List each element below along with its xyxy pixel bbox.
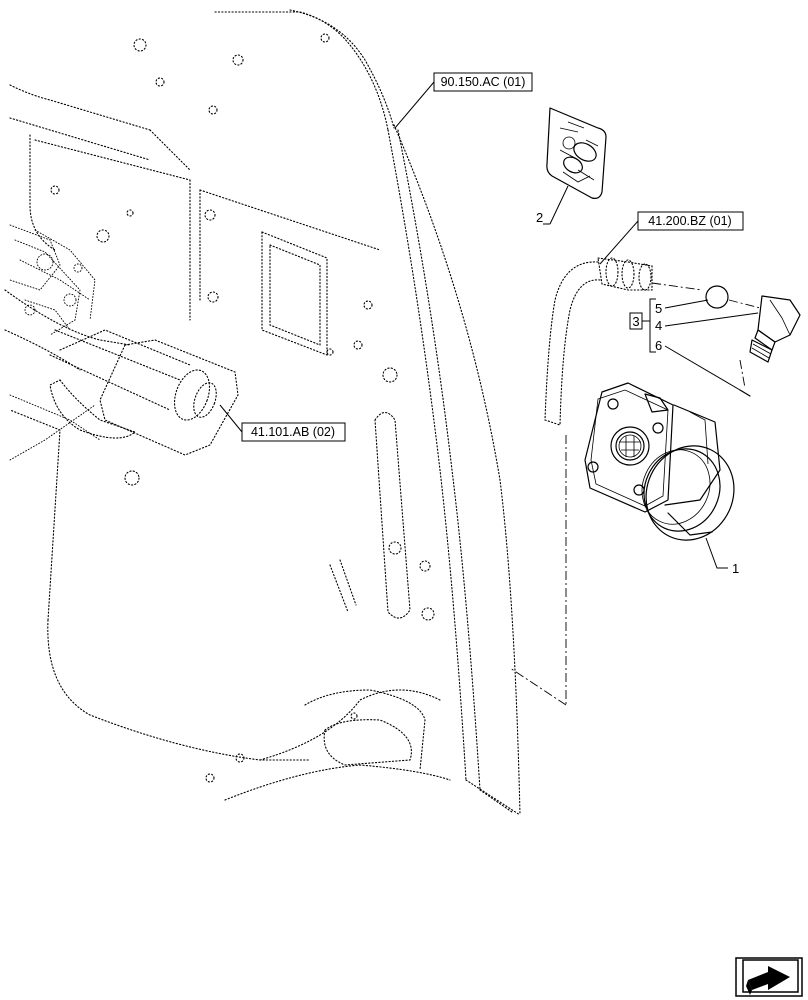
reference-frame[interactable]: 90.150.AC (01) xyxy=(394,72,533,129)
steering-unit: 1 xyxy=(584,382,739,576)
reference-hose[interactable]: 41.200.BZ (01) xyxy=(599,211,744,265)
o-ring xyxy=(705,285,729,309)
assembly-center-lines xyxy=(509,282,761,706)
reference-hose-label: 41.200.BZ (01) xyxy=(648,214,731,228)
callout-3: 3 xyxy=(632,314,639,329)
next-page-arrow-icon[interactable] xyxy=(735,957,803,997)
callout-5: 5 xyxy=(655,301,662,316)
seal-washer xyxy=(739,389,751,397)
cab-frame-outline xyxy=(4,9,521,816)
callout-1: 1 xyxy=(732,561,739,576)
reference-frame-label: 90.150.AC (01) xyxy=(441,75,526,89)
hydraulic-hose xyxy=(544,257,653,426)
elbow-fitting xyxy=(749,295,801,363)
callout-4: 4 xyxy=(655,318,662,333)
callout-2: 2 xyxy=(536,210,543,225)
callout-6: 6 xyxy=(655,338,662,353)
kit-group-bracket: 3 5 4 6 xyxy=(629,298,759,391)
reference-column[interactable]: 41.101.AB (02) xyxy=(219,404,346,442)
fitting-kit-bag: 2 xyxy=(536,107,607,225)
reference-column-label: 41.101.AB (02) xyxy=(251,425,335,439)
